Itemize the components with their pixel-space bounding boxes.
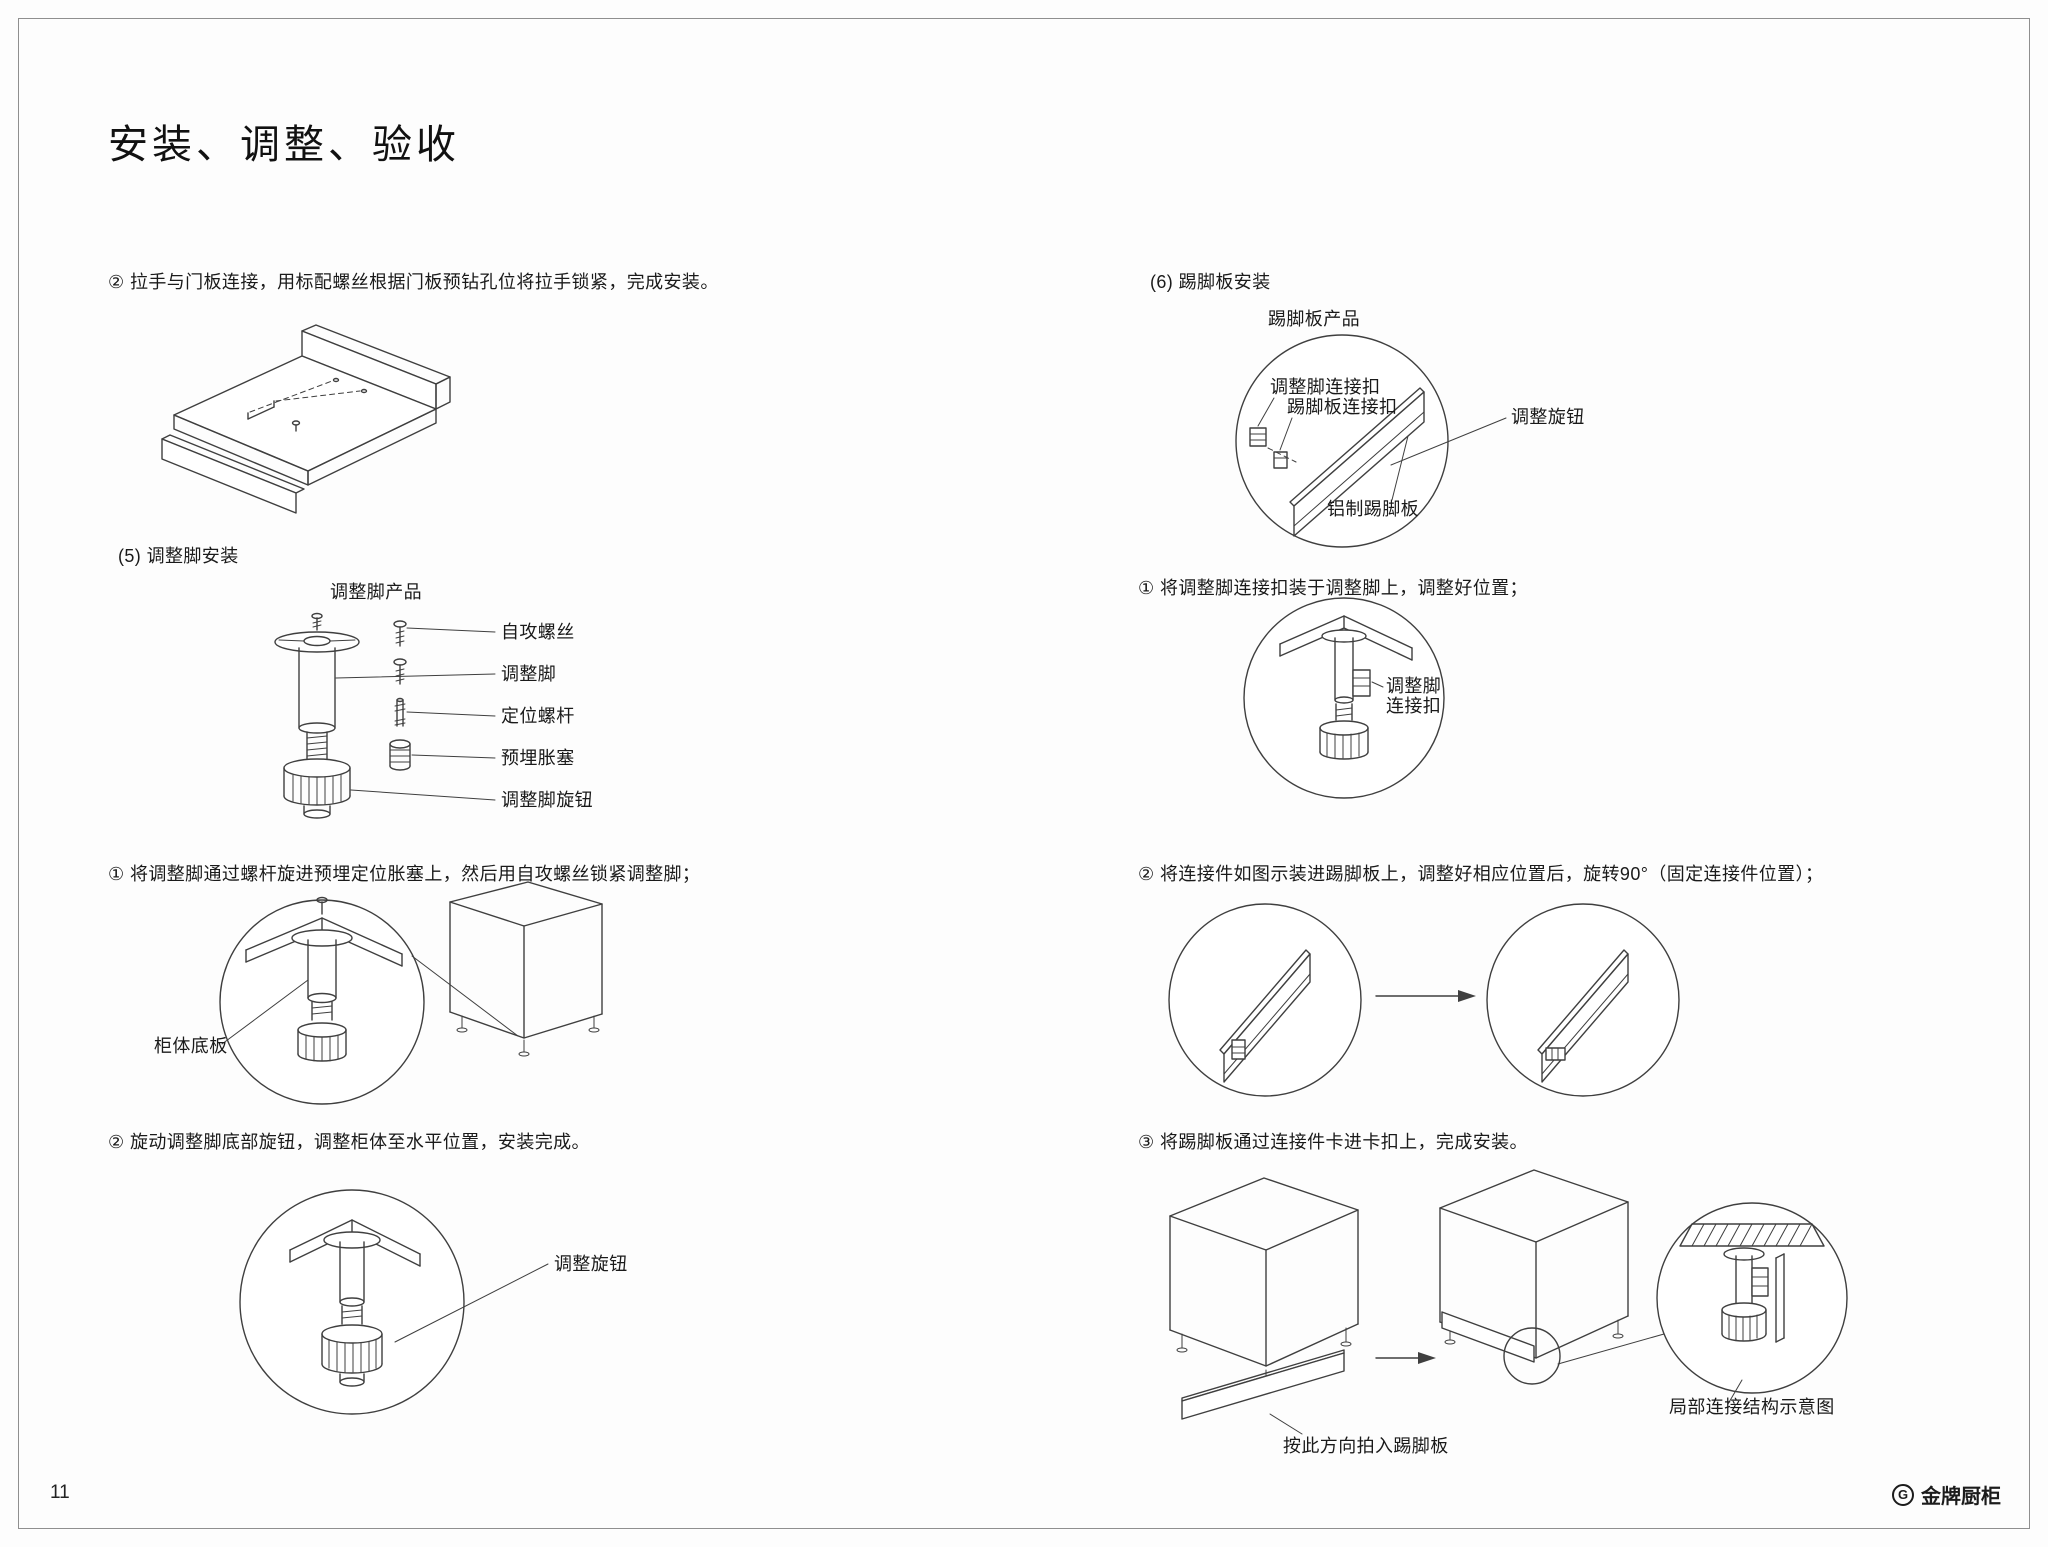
label-cabinet-bottom-panel: 柜体底板	[154, 1036, 228, 1056]
drawer-panel-figure	[161, 324, 451, 514]
page-title: 安装、调整、验收	[108, 123, 460, 167]
board-with-clip-before	[1168, 903, 1362, 1097]
cabinet-after-drawing	[1439, 1169, 1629, 1385]
clip-rotate-figure	[1168, 903, 1680, 1097]
section6-step1-text: ① 将调整脚连接扣装于调整脚上，调整好位置；	[1138, 578, 1528, 598]
skirting-leader-lines	[1257, 397, 1507, 501]
zoom-connector-line	[1557, 1333, 1665, 1365]
section5-step2-text: ② 旋动调整脚底部旋钮，调整柜体至水平位置，安装完成。	[108, 1132, 590, 1152]
page-border	[18, 18, 2030, 1529]
label-adjuster-clip-line2: 连接扣	[1386, 696, 1441, 716]
cabinet-before-drawing	[1169, 1177, 1359, 1420]
label-aluminum-board: 铝制踢脚板	[1327, 499, 1419, 519]
zoom-circle	[239, 1189, 465, 1415]
label-adjust-knob: 调整旋钮	[1511, 407, 1585, 427]
connection-detail-drawing	[1656, 1202, 1848, 1394]
page-number: 11	[50, 1482, 70, 1503]
zoom-circle	[1243, 597, 1445, 799]
foot-product-title: 调整脚产品	[330, 582, 422, 602]
label-foot-knob: 调整脚旋钮	[501, 790, 593, 810]
label-push-direction: 按此方向拍入踢脚板	[1283, 1436, 1449, 1456]
clip-install-figure: 调整脚 连接扣	[1243, 597, 1445, 799]
bottom-panel-leader	[221, 979, 309, 1045]
label-positioning-rod: 定位螺杆	[501, 706, 575, 726]
zoom-circle	[1235, 334, 1449, 548]
foot-knob-drawing	[289, 1219, 421, 1387]
brand-g-icon: G	[1892, 1483, 1914, 1506]
foot-part-leader-lines	[335, 627, 496, 801]
final-install-figure: 按此方向拍入踢脚板 局部连接结构示意图	[1169, 1169, 1848, 1456]
section6-heading: (6) 踢脚板安装	[1150, 272, 1271, 292]
label-board-clip: 踢脚板连接扣	[1287, 397, 1397, 417]
arrowhead-icon	[1418, 1352, 1436, 1364]
arrowhead-icon	[1458, 990, 1476, 1002]
label-adjust-knob: 调整旋钮	[554, 1254, 628, 1274]
adjustable-foot-drawing	[274, 612, 360, 819]
section5-step1-text: ① 将调整脚通过螺杆旋进预埋定位胀塞上，然后用自攻螺丝锁紧调整脚；	[108, 864, 701, 884]
foot-product-figure: 自攻螺丝 调整脚 定位螺杆 预埋胀塞 调整脚旋钮	[274, 612, 593, 819]
section6-step3-text: ③ 将踢脚板通过连接件卡进卡扣上，完成安装。	[1138, 1132, 1528, 1152]
foot-under-panel-drawing	[245, 896, 403, 1062]
clip-leader	[1371, 681, 1384, 688]
handle-step-text: ② 拉手与门板连接，用标配螺丝根据门板预钻孔位将拉手锁紧，完成安装。	[108, 272, 719, 292]
drawer-panel-drawing	[161, 324, 451, 514]
brand-logo: G 金牌厨柜	[1892, 1480, 2001, 1509]
skirting-board-drawing	[1249, 387, 1425, 537]
section6-step2-text: ② 将连接件如图示装进踢脚板上，调整好相应位置后，旋转90°（固定连接件位置）；	[1138, 864, 1824, 884]
foot-with-clip-drawing	[1279, 615, 1413, 760]
label-detail: 局部连接结构示意图	[1669, 1397, 1835, 1417]
board-with-clip-after	[1486, 903, 1680, 1097]
foot-install-figure: 柜体底板	[154, 879, 603, 1105]
label-adjustable-foot: 调整脚	[501, 664, 556, 684]
label-adjuster-clip: 调整脚连接扣	[1270, 377, 1380, 397]
push-direction-leader	[1269, 1413, 1303, 1435]
label-adjuster-clip-line1: 调整脚	[1386, 676, 1441, 696]
cabinet-box-drawing	[167, 879, 603, 1057]
handle-drawing	[247, 400, 301, 432]
label-self-tapping-screw: 自攻螺丝	[501, 622, 575, 642]
knob-adjust-figure: 调整旋钮	[239, 1189, 628, 1415]
knob-leader	[394, 1263, 549, 1343]
skirting-product-figure: 调整脚连接扣 踢脚板连接扣 调整旋钮 铝制踢脚板	[1235, 334, 1585, 548]
detail-leader	[1727, 1379, 1743, 1405]
label-expansion-plug: 预埋胀塞	[501, 748, 575, 768]
brand-name: 金牌厨柜	[1921, 1486, 2001, 1508]
section5-heading: (5) 调整脚安装	[118, 546, 239, 566]
foot-parts-drawing	[389, 620, 411, 771]
zoom-connector-line	[411, 955, 519, 1037]
skirting-product-title: 踢脚板产品	[1268, 309, 1360, 329]
